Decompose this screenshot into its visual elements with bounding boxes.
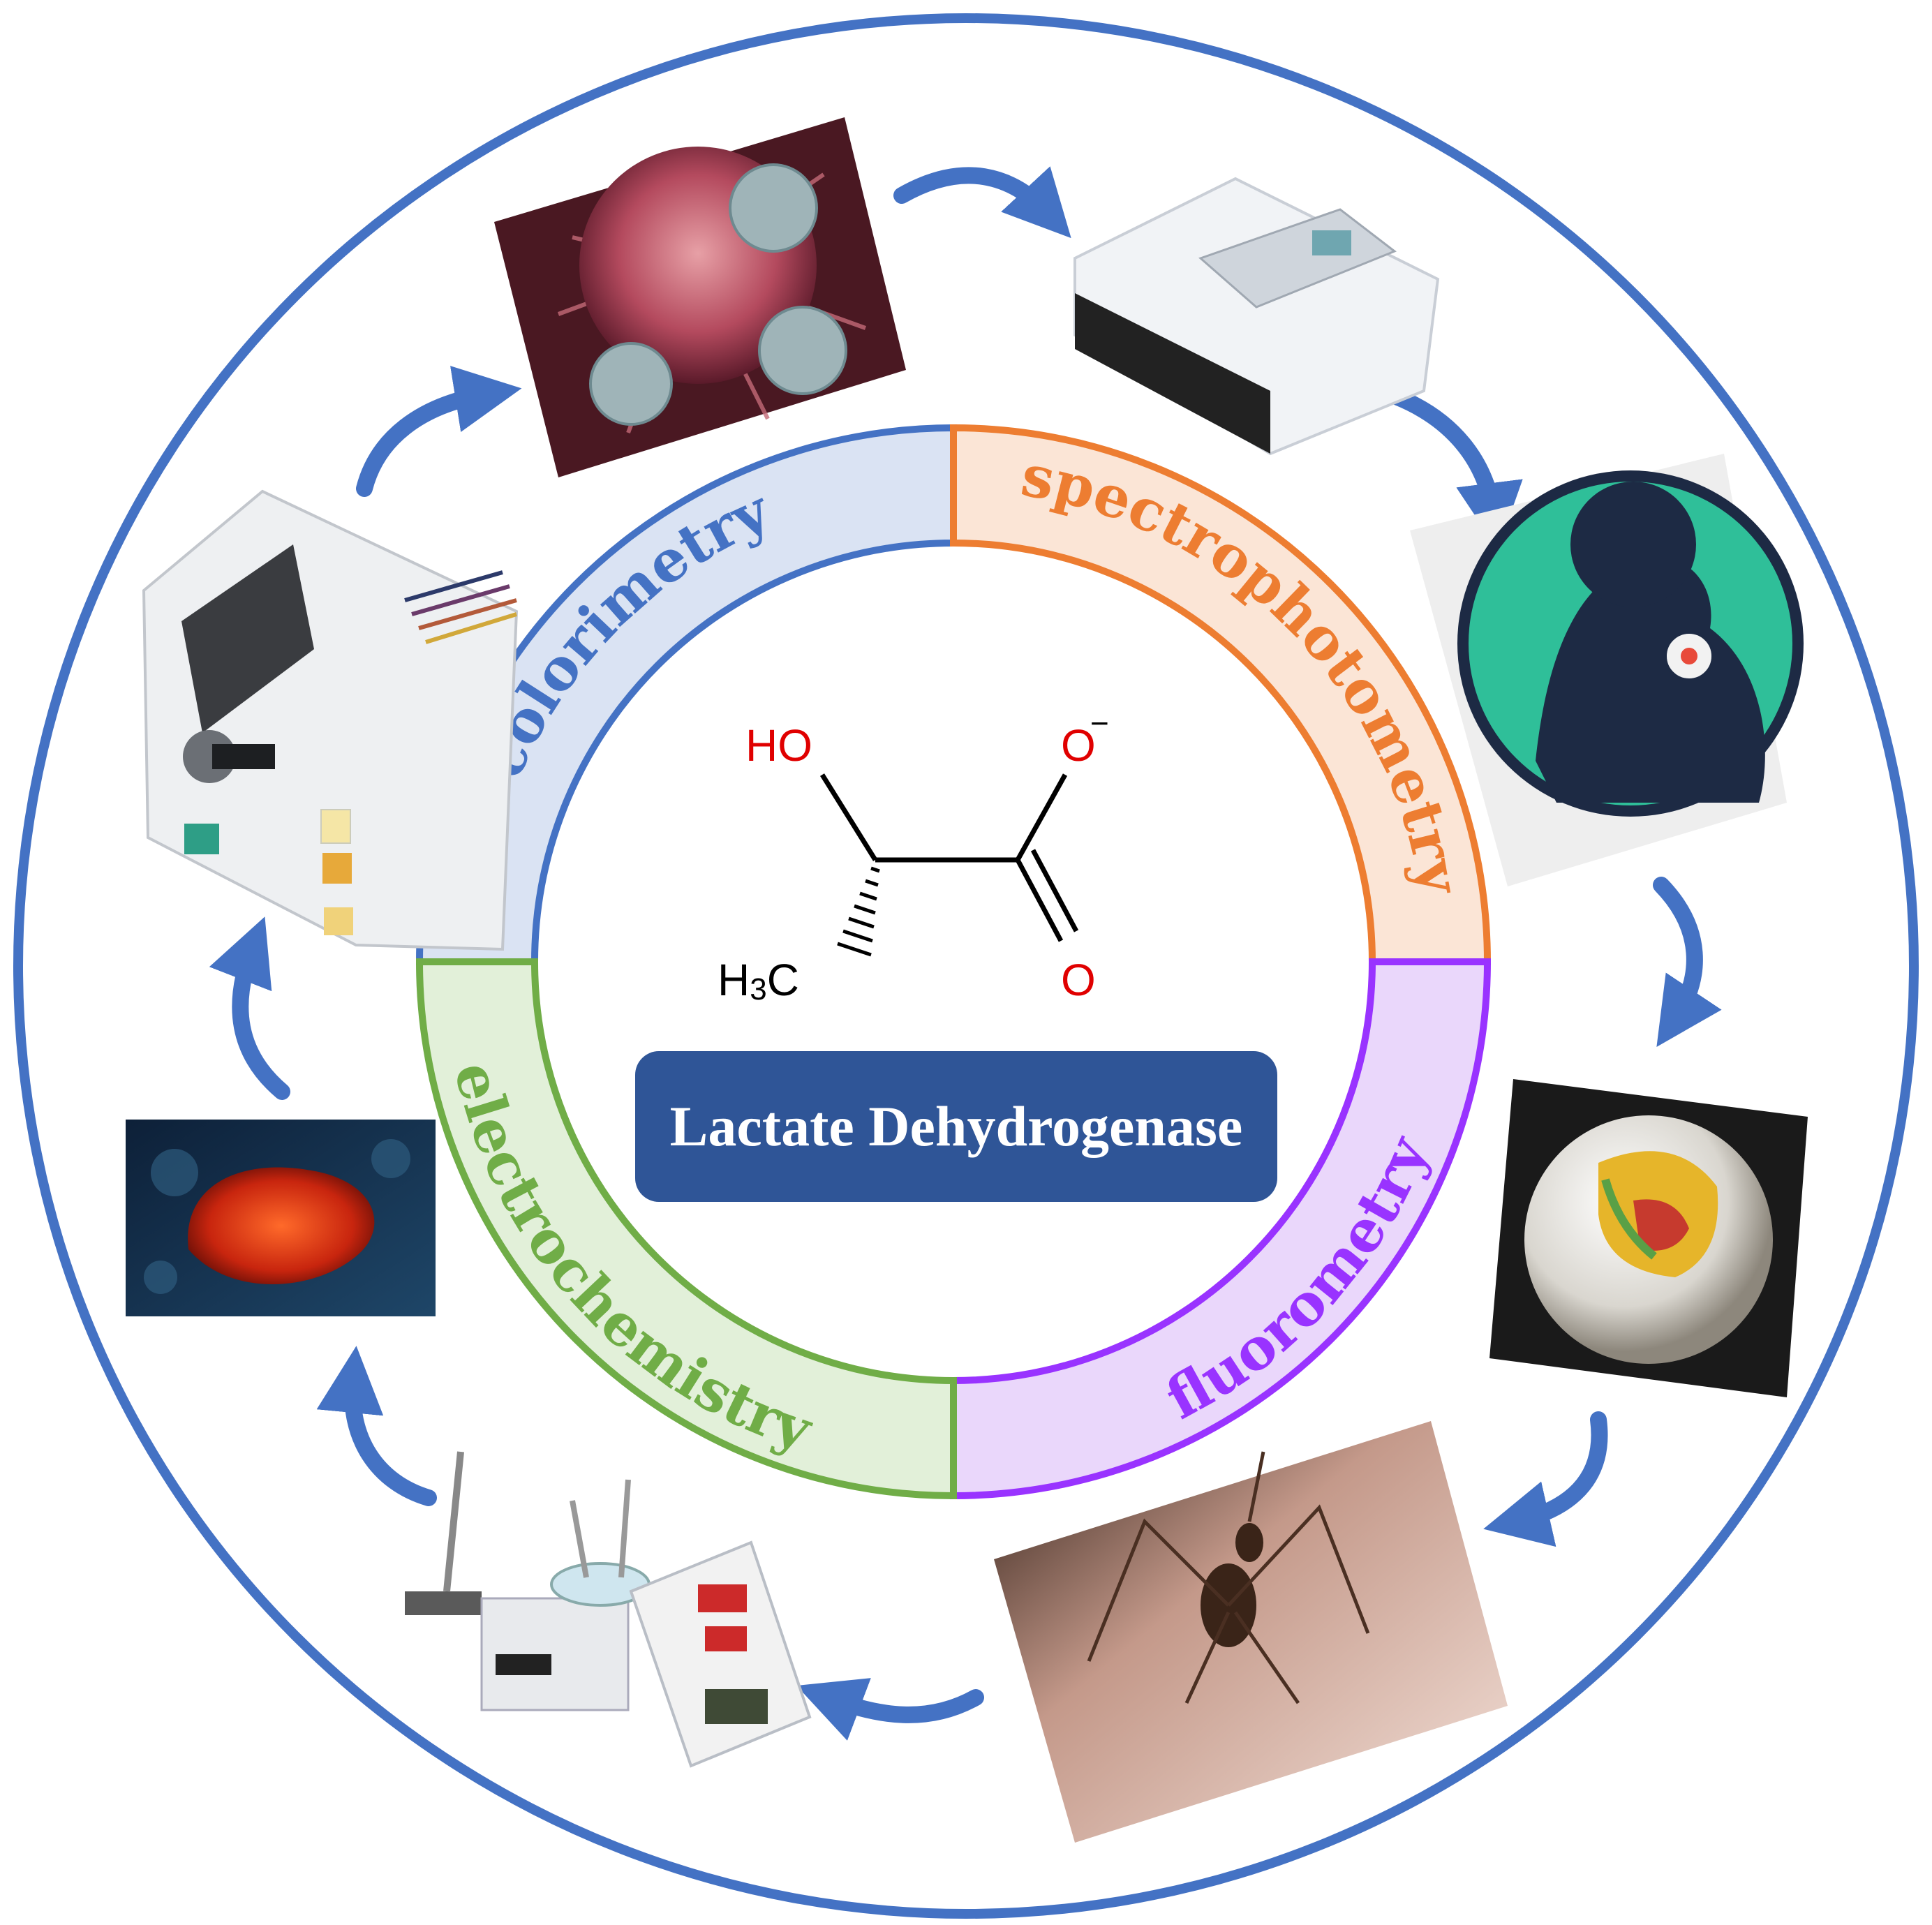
image-mosquito (994, 1421, 1508, 1843)
bond-c-o-double-a (1015, 859, 1064, 942)
bond-c-o-double-b (1030, 849, 1079, 932)
arrow-nano-to-mosquito (1483, 1411, 1608, 1547)
outer-ring (13, 13, 1919, 1919)
segment-fluorometry (950, 958, 1492, 1500)
segment-spectrophotometry (950, 424, 1492, 965)
arrow-electro-to-liver (316, 1346, 437, 1506)
image-liver (126, 1120, 436, 1316)
atom-hydroxyl: HO (745, 720, 812, 771)
arrow-spectro-to-heart (1388, 388, 1523, 550)
image-electrochem-setup (405, 1451, 812, 1768)
hashed-wedge-bond (837, 866, 880, 957)
atom-carboxylate-oxygen: O (1061, 720, 1096, 771)
arrow-liver-to-colorimeter (209, 916, 290, 1100)
arrow-colorimeter-to-cell (356, 366, 522, 497)
image-colorimeter (142, 489, 519, 951)
image-heart-attack (1410, 454, 1804, 886)
lactate-structure: HO O − O H3C (718, 705, 1109, 1006)
arrow-mosquito-to-electro (796, 1678, 984, 1741)
group-methyl: H3C (718, 955, 799, 1006)
center-title: Lactate Dehydrogenase (669, 1094, 1243, 1158)
image-spectrophotometer (1073, 177, 1440, 456)
segment-electrochemistry (415, 958, 957, 1500)
image-nanoparticle (1489, 1079, 1808, 1397)
arrow-cell-to-spectro (893, 166, 1071, 239)
bond-c-oh (820, 773, 877, 861)
image-cancer-cell (494, 117, 906, 477)
bond-c-o-single (1015, 773, 1068, 861)
atom-carbonyl-oxygen: O (1061, 955, 1096, 1005)
method-ring (415, 424, 1492, 1500)
center-title-box: Lactate Dehydrogenase (635, 1051, 1277, 1202)
arrow-heart-to-nano (1653, 877, 1722, 1047)
cycle-arrows (209, 166, 1722, 1741)
charge-minus: − (1090, 705, 1109, 741)
